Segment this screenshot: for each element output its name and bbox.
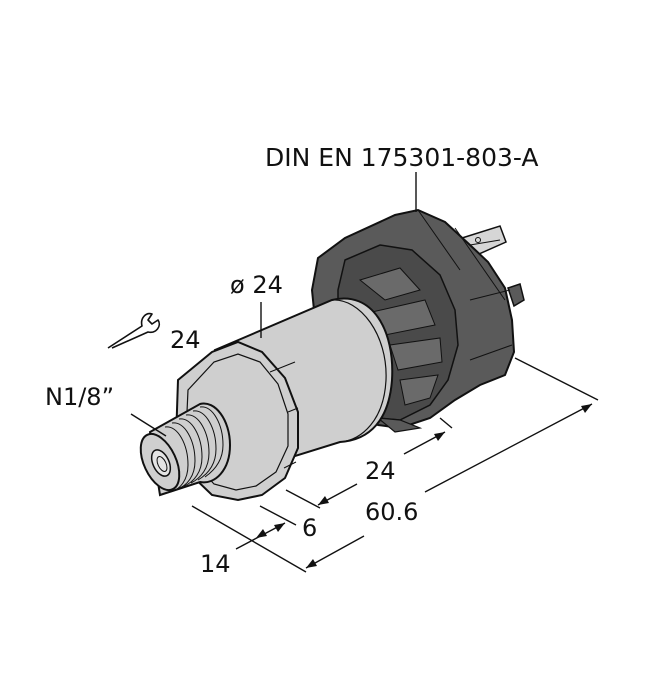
connector-standard-label: DIN EN 175301-803-A xyxy=(265,143,538,172)
wrench-size-label: 24 xyxy=(170,326,201,354)
total-length-label: 60.6 xyxy=(365,498,418,526)
thread xyxy=(139,402,232,497)
diameter-label: ø 24 xyxy=(230,271,283,299)
din-connector xyxy=(310,208,525,433)
wrench-icon xyxy=(107,312,161,349)
hex-length-label: 6 xyxy=(302,514,317,542)
connector-length-label: 24 xyxy=(365,457,396,485)
thread-length-label: 14 xyxy=(200,550,231,578)
thread-leader-line xyxy=(130,413,167,437)
thread-label: N1/8” xyxy=(45,383,114,411)
